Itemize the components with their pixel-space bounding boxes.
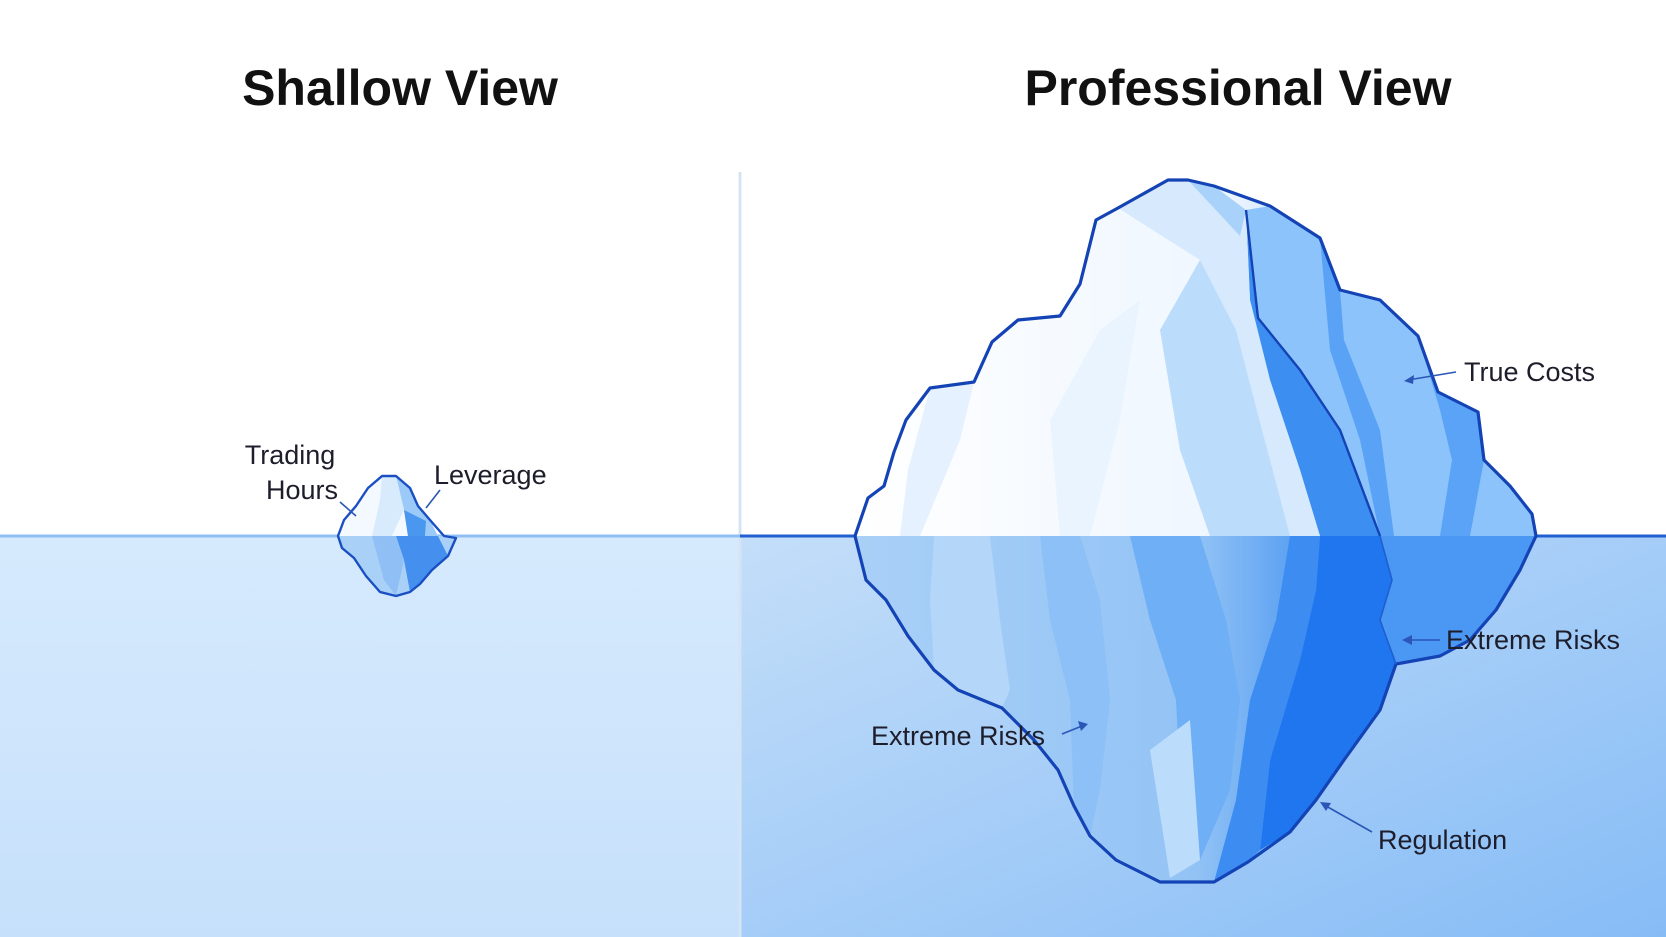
right-panel-title: Professional View xyxy=(1024,60,1451,116)
true-costs-label: True Costs xyxy=(1464,357,1595,387)
regulation-label: Regulation xyxy=(1378,825,1507,855)
extreme-risks-left-leader xyxy=(1061,725,1083,735)
true-costs-leader xyxy=(1407,371,1457,381)
regulation-leader xyxy=(1325,805,1373,833)
small-iceberg xyxy=(336,474,458,598)
extreme-risks-left-label: Extreme Risks xyxy=(871,721,1045,751)
left-water xyxy=(0,536,740,937)
true-costs-arrowhead xyxy=(1404,375,1414,384)
trading-hours-label-line2: Hours xyxy=(266,475,338,505)
extreme-risks-right-arrowhead xyxy=(1402,635,1412,645)
leverage-leader xyxy=(425,489,441,509)
extreme-risks-right-label: Extreme Risks xyxy=(1446,625,1620,655)
left-panel-title: Shallow View xyxy=(242,60,558,116)
leverage-label: Leverage xyxy=(434,460,547,490)
trading-hours-label-line1: Trading xyxy=(245,440,336,470)
large-iceberg xyxy=(853,178,1538,884)
extreme-risks-left-arrowhead xyxy=(1078,721,1088,731)
regulation-arrowhead xyxy=(1320,802,1331,811)
trading-hours-leader xyxy=(339,501,357,517)
